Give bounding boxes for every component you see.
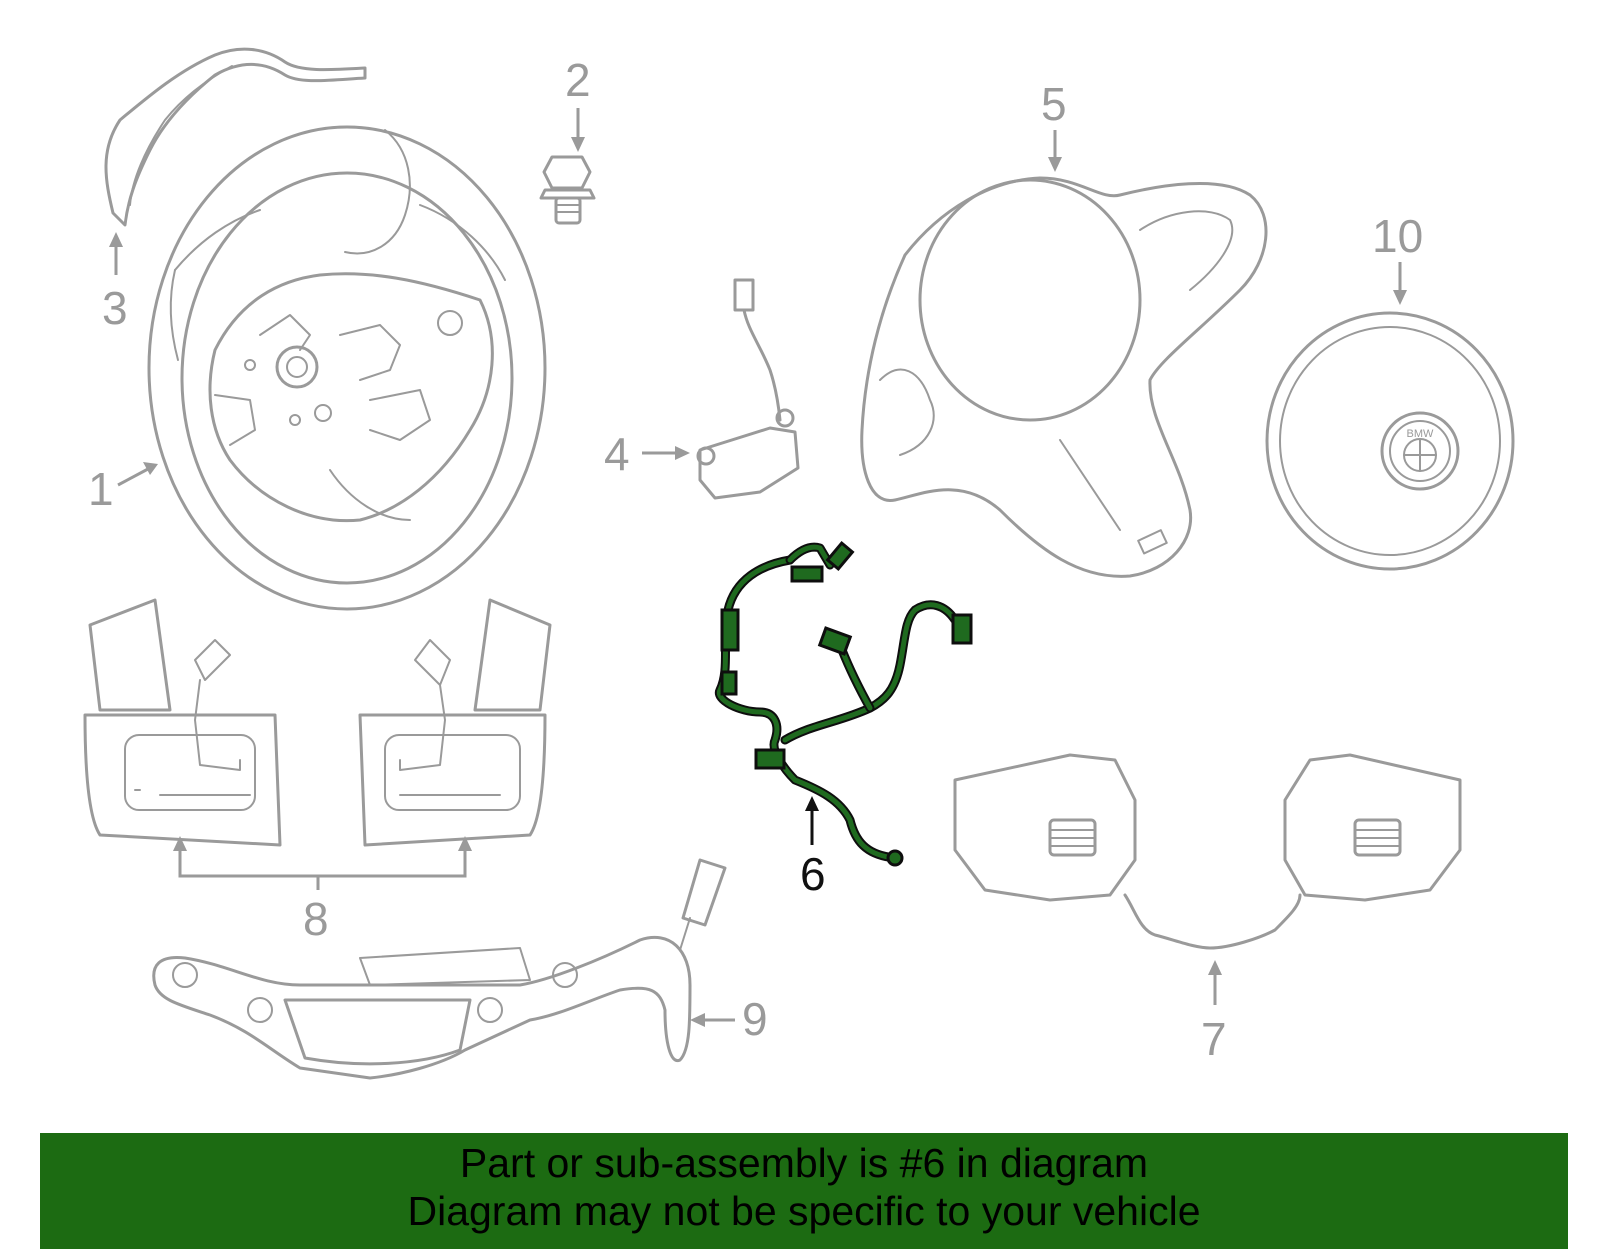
callout-8: 8 bbox=[303, 893, 329, 945]
banner-line-part: Part or sub-assembly is #6 in diagram bbox=[459, 1140, 1149, 1186]
part-8-paddle-shifters bbox=[83, 598, 552, 847]
banner-line-disclaimer: Diagram may not be specific to your vehi… bbox=[407, 1188, 1201, 1234]
callout-5: 5 bbox=[1041, 78, 1067, 130]
callout-6: 6 bbox=[800, 848, 826, 900]
part-5-trim-cover bbox=[860, 176, 1268, 578]
callout-labels: 1 2 3 4 5 6 7 8 9 10 bbox=[88, 54, 1423, 1065]
callout-9: 9 bbox=[742, 993, 768, 1045]
callout-7: 7 bbox=[1201, 1013, 1227, 1065]
bmw-logo-text: BMW bbox=[1407, 428, 1435, 440]
callout-1: 1 bbox=[88, 463, 114, 515]
info-banner: Part or sub-assembly is #6 in diagram Di… bbox=[40, 1133, 1568, 1249]
part-1-steering-wheel bbox=[147, 125, 547, 611]
callout-10: 10 bbox=[1372, 210, 1423, 262]
part-10-airbag: BMW bbox=[1265, 311, 1515, 571]
part-3-trim-cover bbox=[104, 47, 367, 227]
callout-3: 3 bbox=[102, 282, 128, 334]
part-6-wiring-harness bbox=[715, 540, 973, 867]
part-4-sensor bbox=[696, 278, 800, 500]
callout-4: 4 bbox=[604, 428, 630, 480]
part-7-control-switches bbox=[953, 753, 1462, 950]
callout-2: 2 bbox=[565, 54, 591, 106]
part-9-switch-panel bbox=[152, 858, 727, 1080]
part-2-bolt bbox=[539, 155, 596, 225]
parts-diagram: BMW bbox=[83, 47, 1515, 1080]
callout-arrows bbox=[109, 108, 1407, 1027]
